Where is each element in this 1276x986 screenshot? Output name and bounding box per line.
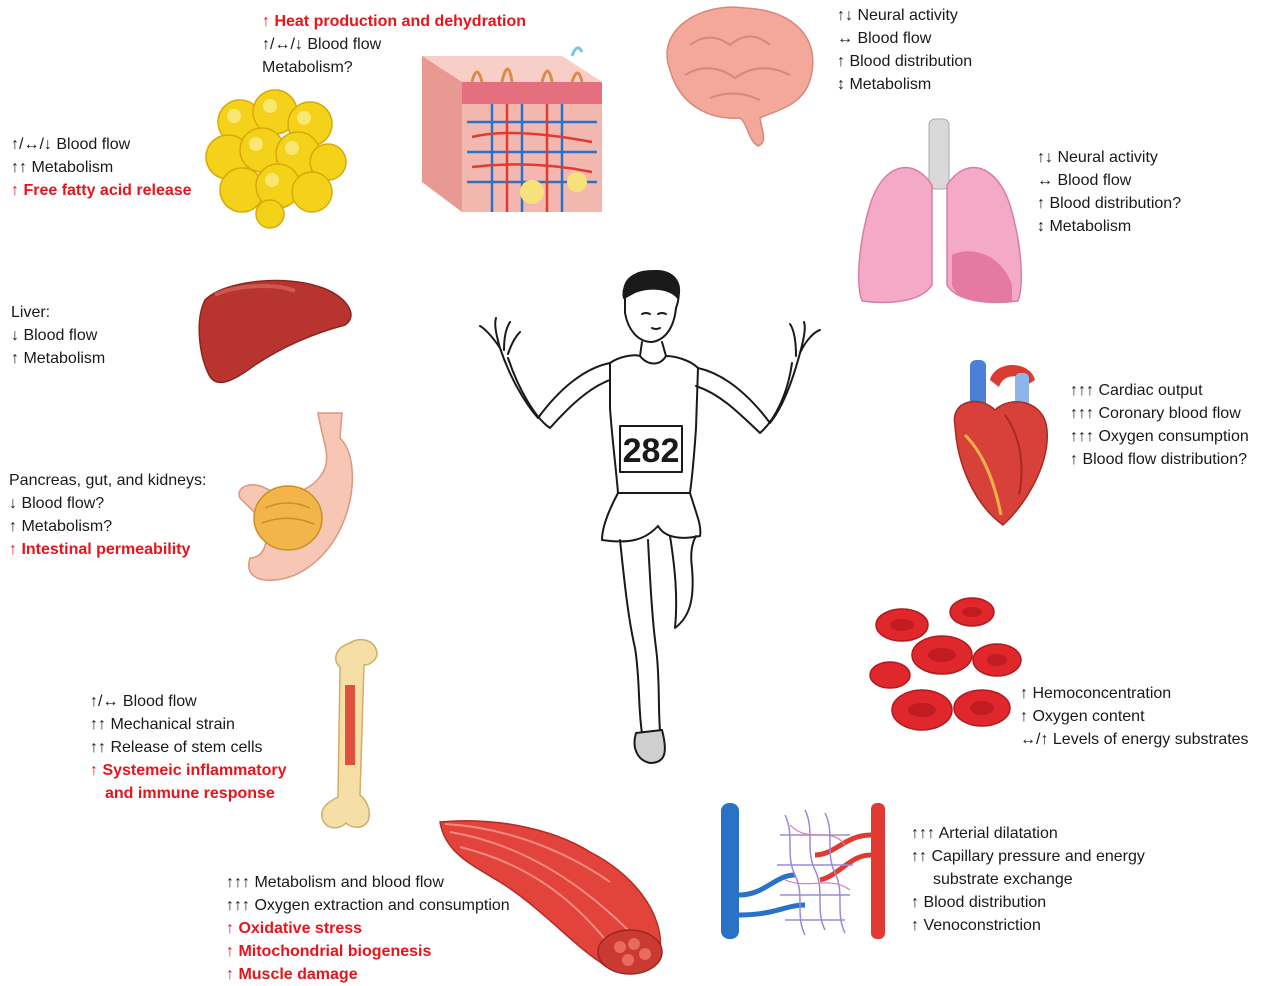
vessels-line: ↑ Venoconstriction: [911, 914, 1145, 937]
bone-line: ↑ Systemeic inflammatory: [90, 759, 287, 782]
muscle-line: ↑ Oxidative stress: [226, 917, 510, 940]
brain-line: ↑↓ Neural activity: [837, 4, 972, 27]
bone-icon: [310, 635, 390, 835]
liver-line: ↓ Blood flow: [11, 324, 105, 347]
stomach-icon: [230, 408, 360, 598]
lungs-label: ↑↓ Neural activity↔ Blood flow↑ Blood di…: [1037, 146, 1181, 238]
lungs-icon: [852, 115, 1027, 310]
heart-line: ↑↑↑ Coronary blood flow: [1070, 402, 1249, 425]
heart-line: ↑↑↑ Cardiac output: [1070, 379, 1249, 402]
fat-label: ↑/↔/↓ Blood flow↑↑ Metabolism↑ Free fatt…: [11, 133, 192, 202]
runner-bib-number: 282: [623, 432, 680, 470]
skin-line: ↑ Heat production and dehydration: [262, 10, 526, 33]
muscle-line: ↑↑↑ Metabolism and blood flow: [226, 871, 510, 894]
lungs-line: ↑↓ Neural activity: [1037, 146, 1181, 169]
bone-line: ↑↑ Mechanical strain: [90, 713, 287, 736]
fat-line: ↑ Free fatty acid release: [11, 179, 192, 202]
fat-line: ↑/↔/↓ Blood flow: [11, 133, 192, 156]
brain-line: ↑ Blood distribution: [837, 50, 972, 73]
muscle-line: ↑↑↑ Oxygen extraction and consumption: [226, 894, 510, 917]
skin-line: Metabolism?: [262, 56, 526, 79]
vessels-line: ↑ Blood distribution: [911, 891, 1145, 914]
liver-label: Liver:↓ Blood flow↑ Metabolism: [11, 301, 105, 370]
brain-label: ↑↓ Neural activity↔ Blood flow↑ Blood di…: [837, 4, 972, 96]
skin-line: ↑/↔/↓ Blood flow: [262, 33, 526, 56]
gut-line: ↓ Blood flow?: [9, 492, 206, 515]
vessels-line: substrate exchange: [911, 868, 1145, 891]
blood-line: ↑ Hemoconcentration: [1020, 682, 1249, 705]
bone-label: ↑/↔ Blood flow↑↑ Mechanical strain↑↑ Rel…: [90, 690, 287, 805]
bone-line: ↑↑ Release of stem cells: [90, 736, 287, 759]
fat-cells-icon: [200, 82, 350, 232]
muscle-label: ↑↑↑ Metabolism and blood flow↑↑↑ Oxygen …: [226, 871, 510, 986]
runner-figure: 282: [470, 268, 830, 778]
muscle-line: ↑ Mitochondrial biogenesis: [226, 940, 510, 963]
vessels-label: ↑↑↑ Arterial dilatation↑↑ Capillary pres…: [911, 822, 1145, 937]
heart-line: ↑ Blood flow distribution?: [1070, 448, 1249, 471]
vessels-line: ↑↑ Capillary pressure and energy: [911, 845, 1145, 868]
lungs-line: ↑ Blood distribution?: [1037, 192, 1181, 215]
liver-line: Liver:: [11, 301, 105, 324]
vessels-line: ↑↑↑ Arterial dilatation: [911, 822, 1145, 845]
heart-label: ↑↑↑ Cardiac output↑↑↑ Coronary blood flo…: [1070, 379, 1249, 471]
lungs-line: ↔ Blood flow: [1037, 169, 1181, 192]
blood-label: ↑ Hemoconcentration↑ Oxygen content↔/↑ L…: [1020, 682, 1249, 751]
liver-icon: [195, 275, 360, 390]
blood-vessels-icon: [715, 795, 895, 945]
brain-line: ↕ Metabolism: [837, 73, 972, 96]
heart-line: ↑↑↑ Oxygen consumption: [1070, 425, 1249, 448]
gut-line: ↑ Intestinal permeability: [9, 538, 206, 561]
brain-line: ↔ Blood flow: [837, 27, 972, 50]
fat-line: ↑↑ Metabolism: [11, 156, 192, 179]
bone-line: ↑/↔ Blood flow: [90, 690, 287, 713]
gut-line: Pancreas, gut, and kidneys:: [9, 469, 206, 492]
skin-label: ↑ Heat production and dehydration↑/↔/↓ B…: [262, 10, 526, 79]
brain-icon: [650, 0, 830, 150]
gut-line: ↑ Metabolism?: [9, 515, 206, 538]
liver-line: ↑ Metabolism: [11, 347, 105, 370]
blood-line: ↑ Oxygen content: [1020, 705, 1249, 728]
gut-label: Pancreas, gut, and kidneys:↓ Blood flow?…: [9, 469, 206, 561]
red-blood-cells-icon: [862, 590, 1037, 745]
heart-icon: [935, 355, 1065, 530]
bone-line: and immune response: [90, 782, 287, 805]
blood-line: ↔/↑ Levels of energy substrates: [1020, 728, 1249, 751]
lungs-line: ↕ Metabolism: [1037, 215, 1181, 238]
